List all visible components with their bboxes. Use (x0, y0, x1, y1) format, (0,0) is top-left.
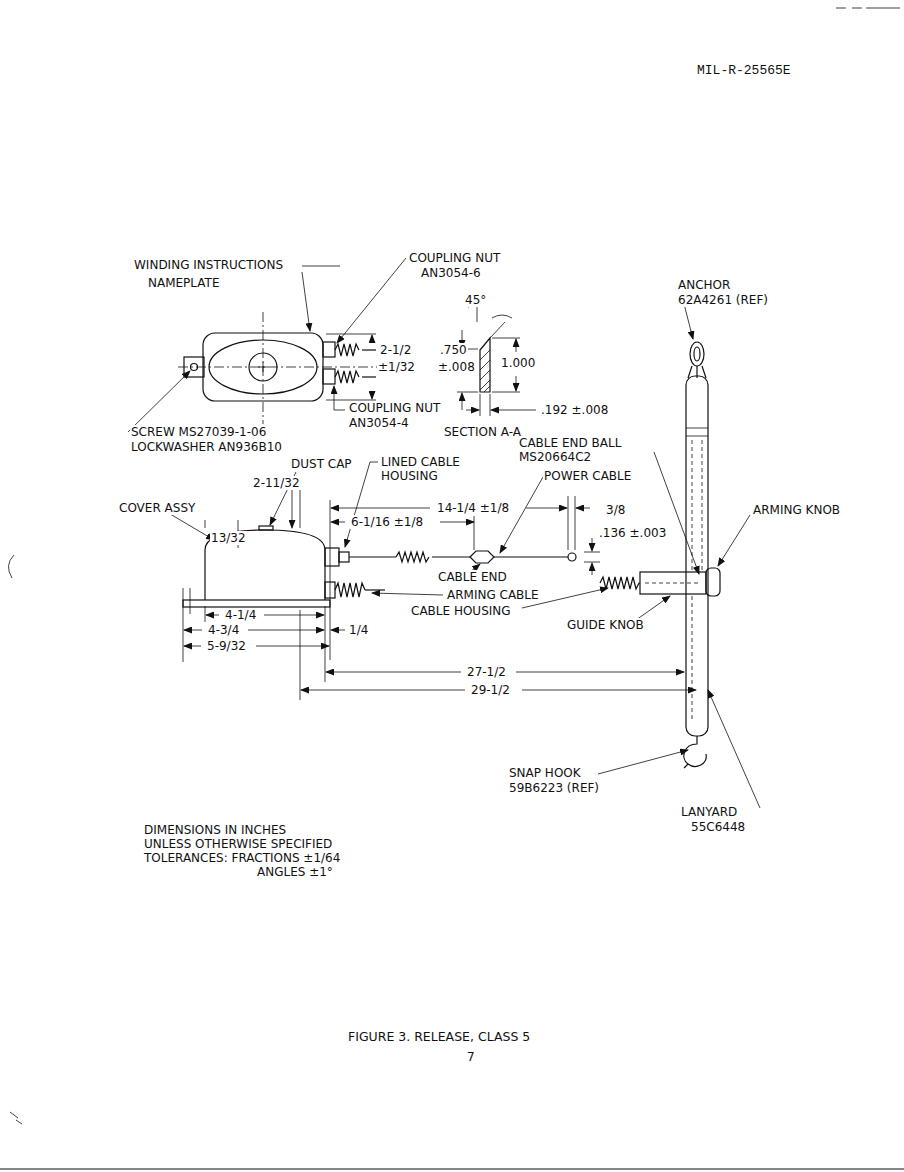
part-label: ARMING KNOB (752, 503, 841, 517)
part-label: CABLE HOUSING (410, 604, 512, 618)
part-label: DUST CAP (290, 457, 353, 471)
part-label: LOCKWASHER AN936B10 (130, 440, 283, 454)
part-label: NAMEPLATE (147, 276, 221, 290)
dimension-label: .136 ±.003 (598, 526, 667, 540)
dimension-label: 45° (464, 293, 487, 307)
part-label: WINDING INSTRUCTIONS (133, 258, 284, 272)
dimension-label: ±1/32 (377, 360, 416, 374)
dimension-label: 1.000 (500, 356, 536, 370)
dimension-label: .750 (439, 343, 468, 357)
part-number: 59B6223 (REF) (508, 781, 600, 795)
dimension-label: 27-1/2 (466, 665, 507, 679)
header-code: MIL-R-25565E (696, 64, 792, 78)
dimension-label: 4-1/4 (224, 608, 257, 622)
part-number: MS20664C2 (518, 450, 592, 464)
lanyard-assembly (598, 300, 760, 808)
part-label: COVER ASSY (118, 501, 196, 515)
part-label: CABLE END BALL (518, 436, 622, 450)
dimension-label: 2-11/32 (252, 476, 301, 490)
dimension-label: 6-1/16 ±1/8 (350, 515, 424, 529)
page-number: 7 (466, 1050, 476, 1064)
part-label: ANCHOR (677, 278, 731, 292)
part-number: AN3054-4 (348, 416, 410, 430)
dimension-label: 3/8 (605, 503, 626, 517)
part-number: 62A4261 (REF) (677, 293, 769, 307)
dimension-label: 5-9/32 (206, 639, 247, 653)
dimension-label: 14-1/4 ±1/8 (436, 501, 510, 515)
dimension-label: 4-3/4 (207, 623, 240, 637)
part-label: HOUSING (380, 469, 439, 483)
dimension-label: 1/4 (348, 623, 369, 637)
part-label: GUIDE KNOB (566, 618, 645, 632)
dimension-label: ±.008 (437, 360, 476, 374)
part-label: COUPLING NUT (348, 401, 441, 415)
part-label: SNAP HOOK (508, 766, 582, 780)
note-text: TOLERANCES: FRACTIONS ±1/64 (143, 851, 341, 865)
note-text: UNLESS OTHERWISE SPECIFIED (143, 837, 333, 851)
part-number: 55C6448 (690, 820, 746, 834)
part-label: LANYARD (680, 805, 738, 819)
part-label: ARMING CABLE (446, 588, 540, 602)
part-label: POWER CABLE (543, 469, 632, 483)
dimension-label: 2-1/2 (379, 343, 412, 357)
side-view (160, 462, 696, 700)
part-label: LINED CABLE (380, 455, 461, 469)
part-label: CABLE END (437, 570, 508, 584)
page-marks (0, 8, 904, 1169)
section-view (457, 302, 536, 416)
dimension-label: 29-1/2 (470, 683, 511, 697)
part-number: AN3054-6 (420, 266, 482, 280)
section-label: SECTION A-A (443, 425, 522, 439)
part-label: COUPLING NUT (408, 251, 501, 265)
dimension-label: .192 ±.008 (540, 403, 609, 417)
note-text: ANGLES ±1° (256, 865, 334, 879)
dimension-label: 13/32 (210, 531, 247, 545)
figure-caption: FIGURE 3. RELEASE, CLASS 5 (347, 1030, 531, 1044)
note-text: DIMENSIONS IN INCHES (143, 823, 287, 837)
part-label: SCREW MS27039-1-06 (130, 425, 267, 439)
